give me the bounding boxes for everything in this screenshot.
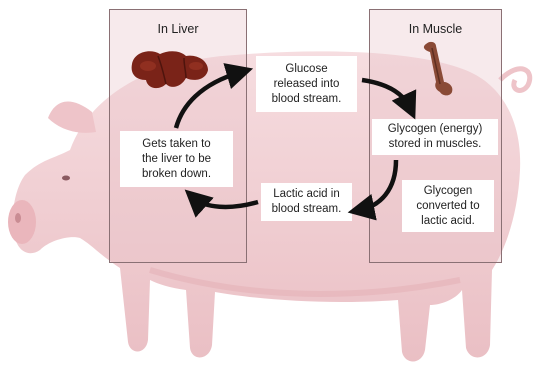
arrow-lactic-to-liver bbox=[194, 198, 258, 207]
arrow-glycogen-to-lactic bbox=[360, 160, 396, 210]
arrow-liver-to-glucose bbox=[176, 72, 241, 128]
arrow-glucose-to-glycogen-icon bbox=[362, 80, 410, 108]
